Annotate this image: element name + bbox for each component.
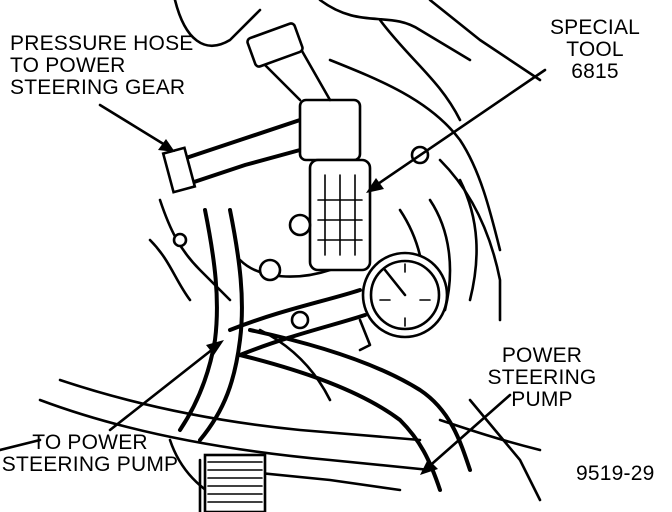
label-pump-line2: PUMP (511, 388, 573, 411)
pressure-gauge (358, 251, 449, 352)
label-to-pump-line1: TO POWER (32, 431, 148, 454)
label-pressure-hose-line1: PRESSURE HOSE (10, 32, 194, 55)
to-pump-leader (108, 343, 220, 432)
figure-number: 9519-29 (576, 463, 654, 485)
label-pressure-hose-line3: STEERING GEAR (10, 76, 186, 99)
label-power-steering-pump: POWER STEERING PUMP (447, 345, 637, 411)
label-pressure-hose-line2: TO POWER (10, 54, 126, 77)
label-to-pump-line2: STEERING PUMP (1, 453, 179, 476)
engine-background (0, 0, 542, 512)
label-special-tool-line2: 6815 (571, 60, 619, 83)
special-tool-leader (370, 68, 547, 190)
label-pressure-hose: PRESSURE HOSE TO POWER STEERING GEAR (10, 33, 193, 99)
special-tool-arrowhead (366, 178, 384, 193)
label-pump-line1: POWER STEERING (487, 344, 597, 389)
grille-hatching (203, 453, 267, 512)
leader-lines (98, 68, 547, 475)
pump-arrowhead (420, 459, 438, 475)
to-pump-arrowhead (206, 340, 224, 355)
label-special-tool-line1: SPECIAL TOOL (549, 16, 641, 61)
figure-number-text: 9519-29 (576, 462, 655, 485)
pump-leader (423, 393, 512, 472)
pressure-hose (161, 118, 302, 442)
label-to-power-steering-pump: TO POWER STEERING PUMP (0, 432, 180, 476)
pressure-hose-leader (98, 103, 172, 150)
label-special-tool: SPECIAL TOOL 6815 (520, 17, 670, 83)
special-tool-body (246, 22, 372, 272)
pressure-hose-arrowhead (158, 139, 175, 152)
